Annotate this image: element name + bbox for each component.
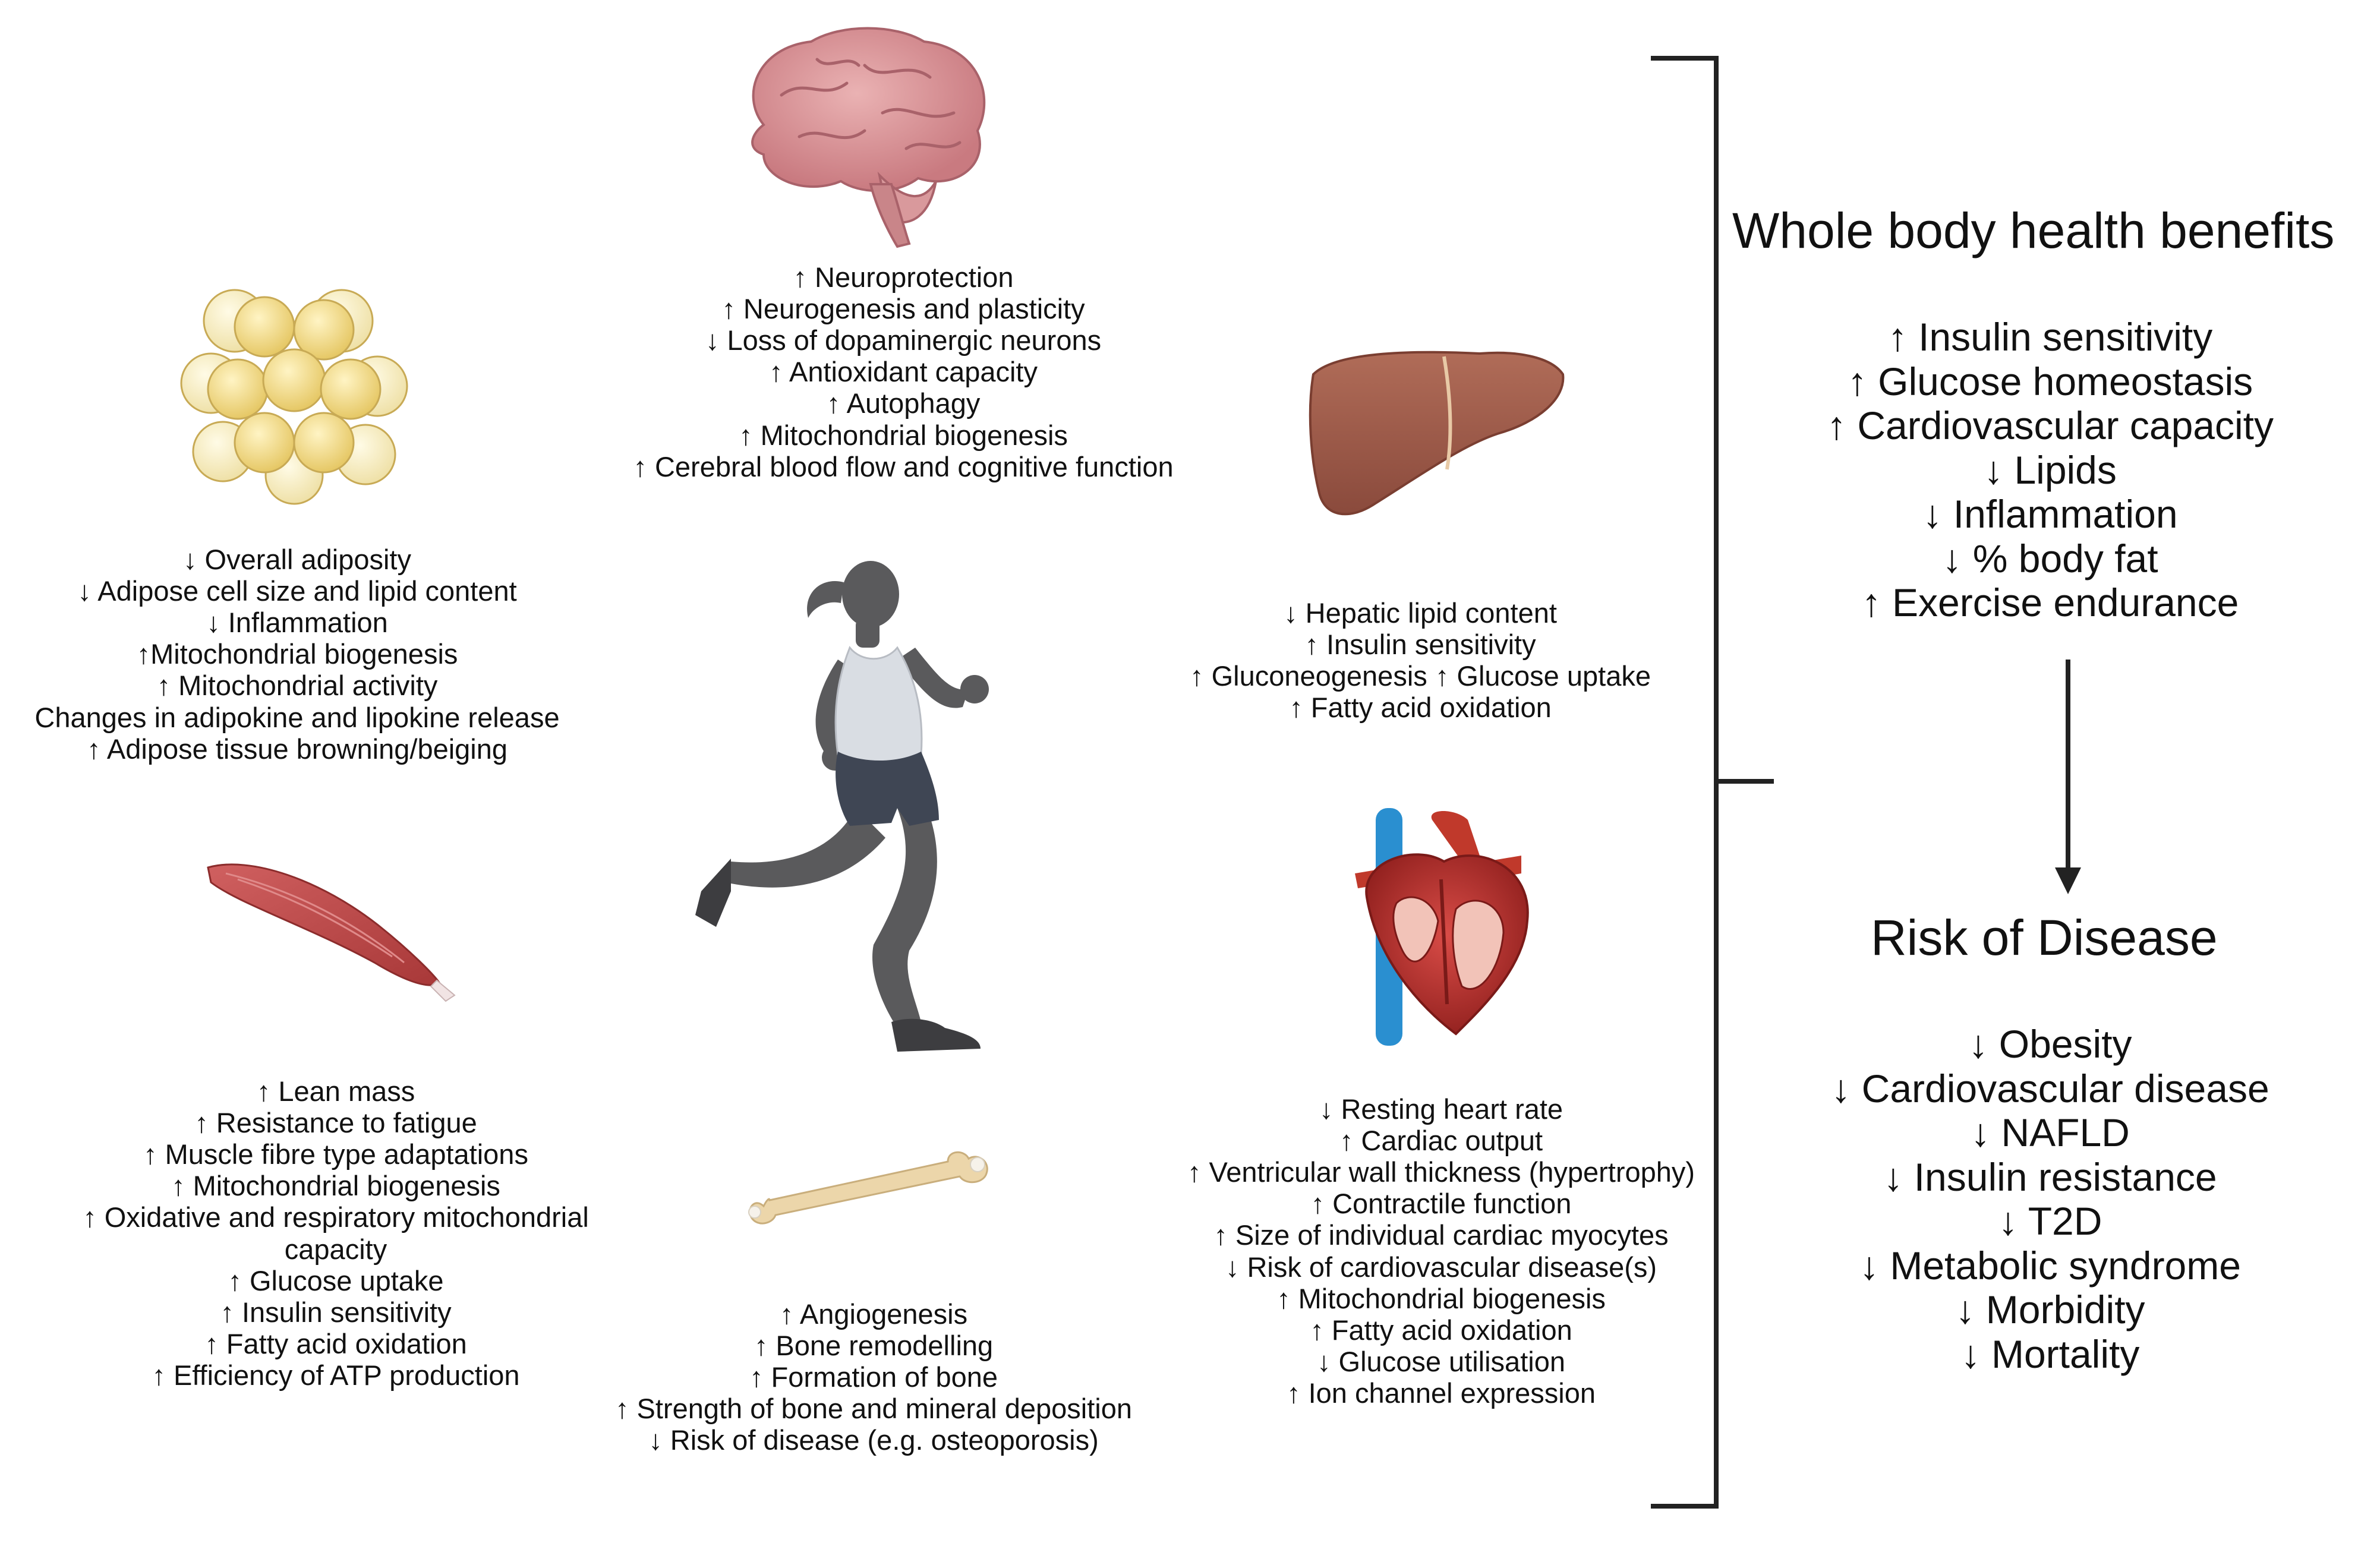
benefit-item: ↓ Inflammation	[1922, 492, 2178, 537]
bone-icon	[748, 1151, 988, 1225]
adipose-cells-icon	[180, 289, 408, 505]
liver-effect: ↑ Insulin sensitivity	[1304, 629, 1536, 661]
benefit-item: ↓ % body fat	[1942, 536, 2158, 580]
disease-list: ↓ Obesity ↓ Cardiovascular disease ↓ NAF…	[1723, 1022, 2377, 1377]
muscle-effect: ↑ Fatty acid oxidation	[204, 1327, 467, 1359]
heart-icon	[1355, 808, 1529, 1046]
brain-effect: ↓ Loss of dopaminergic neurons	[705, 324, 1102, 356]
heart-effect: ↑ Mitochondrial biogenesis	[1276, 1282, 1606, 1314]
brain-icon	[751, 27, 986, 248]
muscle-effect: ↑ Muscle fibre type adaptations	[143, 1138, 528, 1170]
down-arrow	[2055, 660, 2081, 894]
heart-effect: ↑ Contractile function	[1310, 1188, 1572, 1220]
brain-effect: ↑ Antioxidant capacity	[769, 356, 1038, 388]
brain-effect: ↑ Neurogenesis and plasticity	[721, 293, 1085, 325]
disease-item: ↓ Insulin resistance	[1883, 1154, 2217, 1199]
adipose-effect: ↑Mitochondrial biogenesis	[136, 638, 458, 670]
heart-effect: ↑ Size of individual cardiac myocytes	[1213, 1219, 1669, 1251]
heart-effects: ↓ Resting heart rate ↑ Cardiac output ↑ …	[1114, 1093, 1768, 1409]
adipose-effect: Changes in adipokine and lipokine releas…	[34, 701, 560, 733]
benefit-item: ↑ Glucose homeostasis	[1847, 359, 2253, 403]
muscle-effect: ↑ Resistance to fatigue	[194, 1107, 477, 1139]
bone-effect: ↓ Risk of disease (e.g. osteoporosis)	[648, 1424, 1099, 1456]
brain-effect: ↑ Cerebral blood flow and cognitive func…	[633, 450, 1174, 482]
disease-item: ↓ Cardiovascular disease	[1831, 1066, 2269, 1110]
disease-item: ↓ Metabolic syndrome	[1859, 1243, 2241, 1288]
heart-effect: ↓ Resting heart rate	[1319, 1093, 1563, 1125]
heart-effect: ↑ Ion channel expression	[1287, 1377, 1596, 1409]
disease-item: ↓ T2D	[1998, 1199, 2102, 1244]
muscle-effects: ↑ Lean mass ↑ Resistance to fatigue ↑ Mu…	[59, 1075, 612, 1391]
muscle-effect: ↑ Insulin sensitivity	[220, 1296, 452, 1328]
liver-icon	[1309, 351, 1565, 516]
disease-item: ↓ NAFLD	[1971, 1110, 2130, 1155]
muscle-effect: ↑ Efficiency of ATP production	[152, 1359, 520, 1391]
adipose-effect: ↓ Adipose cell size and lipid content	[77, 575, 517, 607]
benefit-item: ↑ Exercise endurance	[1861, 580, 2239, 625]
heart-effect: ↑ Ventricular wall thickness (hypertroph…	[1187, 1156, 1695, 1188]
benefits-title: Whole body health benefits	[1732, 203, 2335, 258]
adipose-effects: ↓ Overall adiposity ↓ Adipose cell size …	[0, 544, 594, 765]
heart-effect: ↑ Fatty acid oxidation	[1310, 1314, 1572, 1346]
brain-effect: ↑ Autophagy	[826, 387, 981, 419]
heart-effect: ↓ Glucose utilisation	[1317, 1345, 1565, 1377]
bracket	[1651, 56, 1774, 1509]
liver-effect: ↓ Hepatic lipid content	[1284, 597, 1557, 629]
bone-effect: ↑ Angiogenesis	[779, 1298, 968, 1330]
liver-effect: ↑ Fatty acid oxidation	[1289, 692, 1552, 724]
benefits-list: ↑ Insulin sensitivity ↑ Glucose homeosta…	[1723, 315, 2377, 625]
bone-effects: ↑ Angiogenesis ↑ Bone remodelling ↑ Form…	[594, 1298, 1153, 1456]
bone-effect: ↑ Formation of bone	[749, 1361, 998, 1393]
runner-icon	[695, 561, 989, 1052]
bone-effect: ↑ Strength of bone and mineral depositio…	[614, 1393, 1133, 1425]
muscle-effect: ↑ Lean mass	[256, 1075, 415, 1107]
adipose-effect: ↑ Mitochondrial activity	[156, 670, 438, 702]
disease-title: Risk of Disease	[1871, 910, 2218, 966]
benefit-item: ↑ Cardiovascular capacity	[1827, 403, 2274, 448]
adipose-effect: ↓ Inflammation	[206, 607, 388, 639]
muscle-effect: ↑ Glucose uptake	[228, 1264, 444, 1296]
muscle-effect: ↑ Mitochondrial biogenesis	[171, 1170, 500, 1202]
brain-effect: ↑ Mitochondrial biogenesis	[739, 419, 1068, 451]
disease-item: ↓ Mortality	[1960, 1332, 2140, 1377]
liver-effects: ↓ Hepatic lipid content ↑ Insulin sensit…	[1093, 597, 1747, 723]
benefit-item: ↑ Insulin sensitivity	[1887, 315, 2213, 359]
bone-effect: ↑ Bone remodelling	[754, 1330, 994, 1362]
muscle-effect: ↑ Oxidative and respiratory mitochondria…	[83, 1201, 589, 1265]
brain-effect: ↑ Neuroprotection	[793, 261, 1014, 293]
liver-effect: ↑ Gluconeogenesis ↑ Glucose uptake	[1190, 660, 1651, 692]
disease-item: ↓ Obesity	[1968, 1022, 2132, 1066]
benefit-item: ↓ Lipids	[1984, 447, 2117, 492]
heart-effect: ↑ Cardiac output	[1339, 1125, 1543, 1157]
brain-effects: ↑ Neuroprotection ↑ Neurogenesis and pla…	[576, 261, 1230, 482]
muscle-icon	[207, 863, 456, 1002]
disease-item: ↓ Morbidity	[1955, 1288, 2145, 1332]
adipose-effect: ↓ Overall adiposity	[183, 544, 411, 575]
heart-effect: ↓ Risk of cardiovascular disease(s)	[1225, 1251, 1657, 1283]
adipose-effect: ↑ Adipose tissue browning/beiging	[86, 733, 508, 765]
